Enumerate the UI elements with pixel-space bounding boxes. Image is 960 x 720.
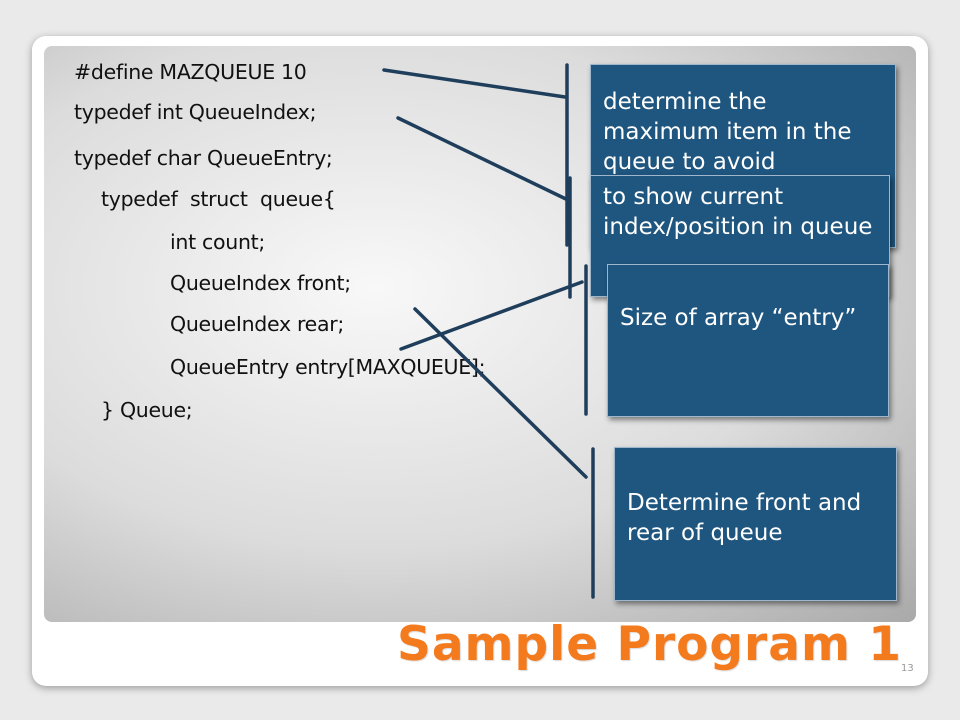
connector-size (399, 280, 584, 351)
callout-front-rear: Determine front and rear of queue (614, 447, 897, 601)
connector-maxqueue (382, 68, 567, 99)
connector-front-rear (413, 307, 588, 479)
code-line-close: } Queue; (101, 398, 193, 422)
connector-index (396, 116, 570, 202)
slide-title: Sample Program 1 (396, 617, 902, 672)
callout-size: Size of array “entry” (607, 264, 889, 417)
code-line-rear: QueueIndex rear; (170, 312, 344, 336)
code-block: #define MAZQUEUE 10 typedef int QueueInd… (44, 46, 644, 506)
code-line-entry: QueueEntry entry[MAXQUEUE]; (170, 355, 486, 379)
code-line-count: int count; (170, 230, 265, 254)
code-line-front: QueueIndex front; (170, 271, 351, 295)
code-line-typedef-index: typedef int QueueIndex; (74, 100, 317, 124)
code-line-struct: typedef struct queue{ (101, 187, 336, 211)
code-line-define: #define MAZQUEUE 10 (74, 60, 307, 84)
slide-number: 13 (901, 663, 914, 674)
code-line-typedef-entry: typedef char QueueEntry; (74, 146, 333, 170)
